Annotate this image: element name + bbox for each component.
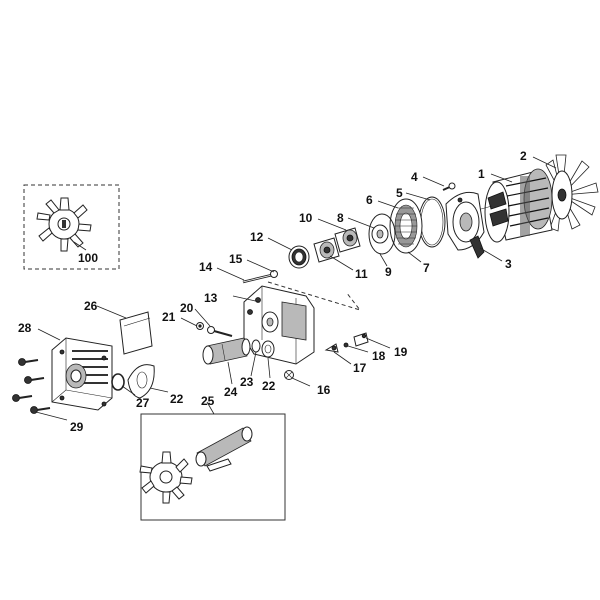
impeller-kit xyxy=(139,451,193,504)
screw-20 xyxy=(207,326,233,337)
callout-6: 6 xyxy=(366,193,373,207)
callout-24: 24 xyxy=(224,385,238,399)
callout-12: 12 xyxy=(250,230,264,244)
callout-labels: 1 2 3 4 5 6 7 8 9 10 11 12 13 14 15 16 1… xyxy=(18,149,527,434)
callout-10: 10 xyxy=(299,211,313,225)
o-ring-27 xyxy=(111,373,125,391)
fan-2 xyxy=(545,154,599,232)
callout-15: 15 xyxy=(229,252,243,266)
seal-22 xyxy=(261,340,275,358)
ring-gear-6 xyxy=(389,198,423,254)
callout-16: 16 xyxy=(317,383,331,397)
callout-22b: 22 xyxy=(170,392,184,406)
callout-1: 1 xyxy=(478,167,485,181)
callout-28: 28 xyxy=(18,321,32,335)
gear-8 xyxy=(371,224,389,244)
pump-housing-13 xyxy=(243,285,315,365)
impeller-detail-box xyxy=(23,184,120,270)
callout-4: 4 xyxy=(411,170,418,184)
callout-27: 27 xyxy=(136,396,150,410)
callout-5: 5 xyxy=(396,186,403,200)
callout-21: 21 xyxy=(162,310,176,324)
callout-19: 19 xyxy=(394,345,408,359)
shaft-key xyxy=(206,458,232,472)
callout-14: 14 xyxy=(199,260,213,274)
callout-13: 13 xyxy=(204,291,218,305)
callout-9: 9 xyxy=(385,265,392,279)
guard-26 xyxy=(119,311,153,355)
gasket-9 xyxy=(368,213,396,255)
callout-22a: 22 xyxy=(262,379,276,393)
cover-28 xyxy=(51,337,113,411)
washer-23 xyxy=(251,339,261,353)
gear-11 xyxy=(313,237,340,263)
shaft-kit-detail-box xyxy=(139,413,286,521)
shaft-24 xyxy=(202,337,251,365)
seal-12 xyxy=(288,245,310,269)
motor-1 xyxy=(469,168,553,243)
valve-19 xyxy=(353,332,369,347)
washer-18 xyxy=(343,342,349,348)
callout-2: 2 xyxy=(520,149,527,163)
callout-25: 25 xyxy=(201,394,215,408)
clip-17 xyxy=(324,343,339,353)
callout-11: 11 xyxy=(355,267,368,281)
leader-lines xyxy=(35,156,557,421)
plug-16 xyxy=(284,370,294,380)
impeller-100 xyxy=(36,197,92,252)
callout-20: 20 xyxy=(180,301,194,315)
callout-17: 17 xyxy=(353,361,367,375)
bolt-14 xyxy=(242,270,278,284)
callout-8: 8 xyxy=(337,211,344,225)
callout-26: 26 xyxy=(84,299,98,313)
callout-29: 29 xyxy=(70,420,84,434)
screws-29 xyxy=(12,358,51,414)
screw-21 xyxy=(196,322,204,330)
end-plate-3 xyxy=(445,191,485,259)
callout-7: 7 xyxy=(423,261,430,275)
callout-3: 3 xyxy=(505,257,512,271)
callout-100: 100 xyxy=(78,251,98,265)
o-ring-5 xyxy=(418,196,446,248)
callout-18: 18 xyxy=(372,349,386,363)
gear-10 xyxy=(334,227,361,253)
shaft-kit xyxy=(195,426,253,467)
callout-23: 23 xyxy=(240,375,254,389)
screw-4 xyxy=(442,182,456,191)
